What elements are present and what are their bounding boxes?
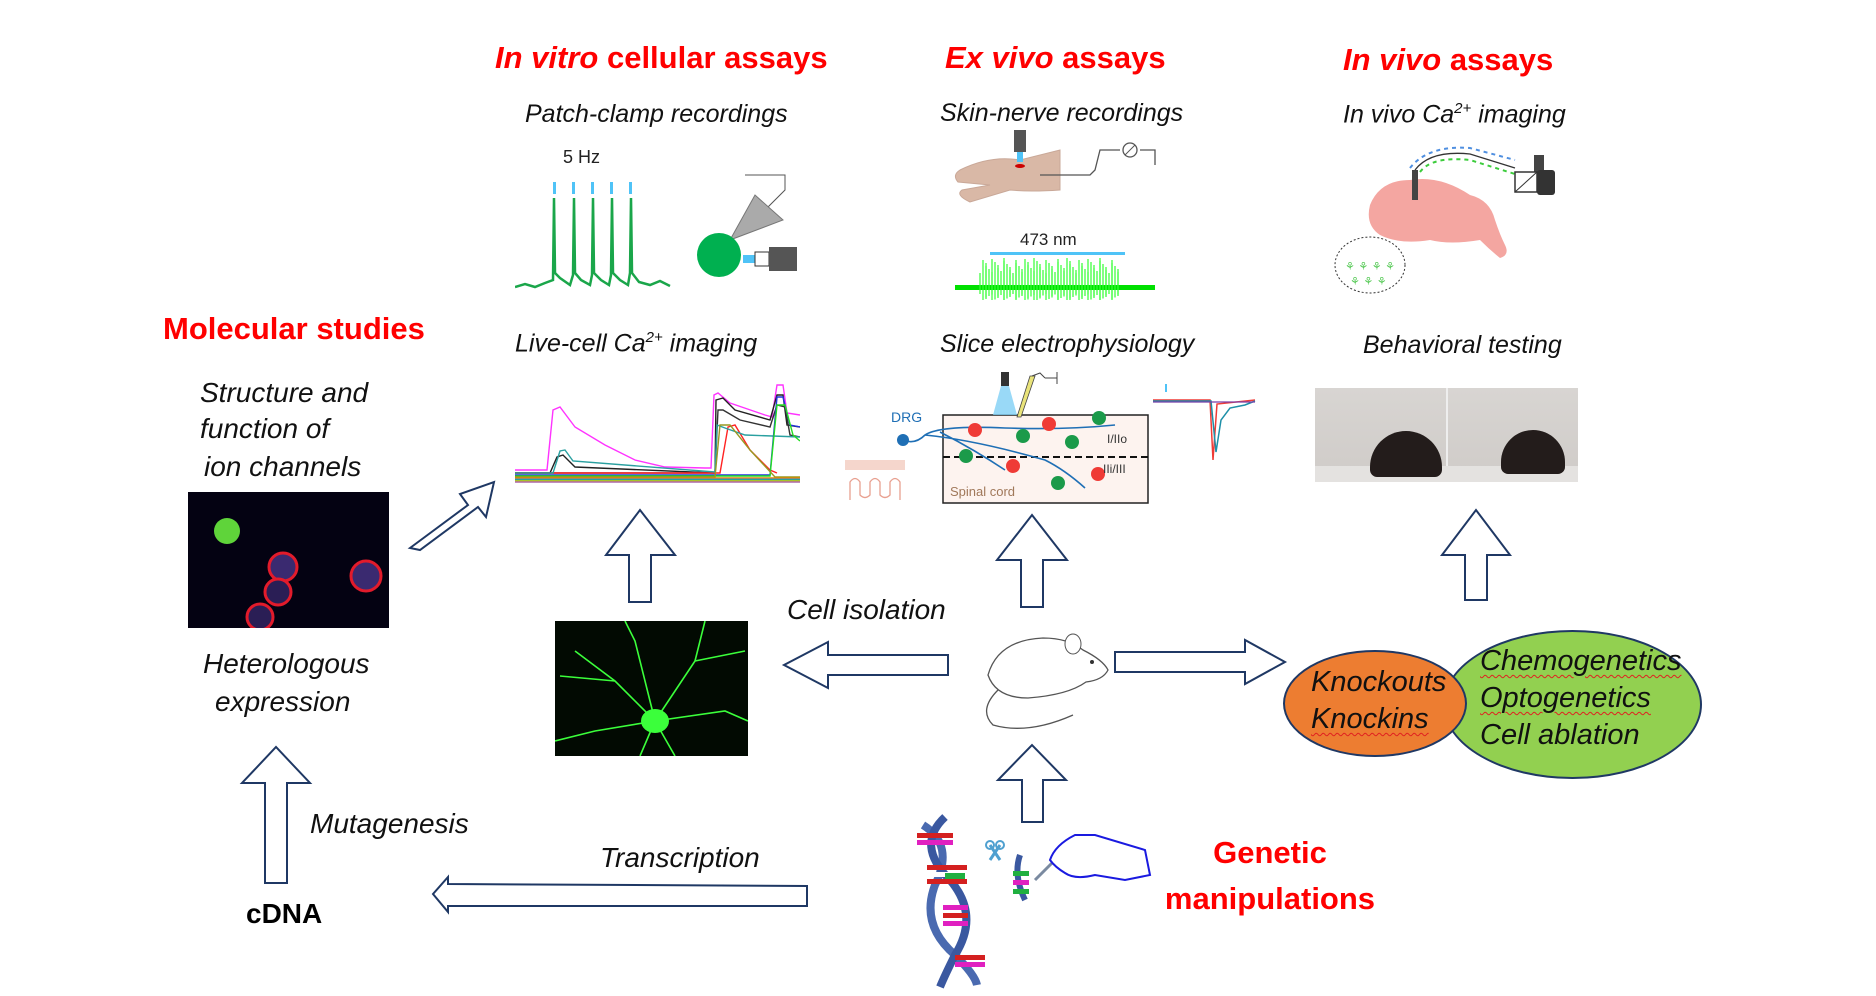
frequency-annotation: 5 Hz bbox=[563, 147, 600, 167]
left-ellipse bbox=[1283, 650, 1467, 757]
genetic-manipulations-heading: Genetic manipulations bbox=[1155, 830, 1385, 922]
transcription-label: Transcription bbox=[600, 842, 760, 873]
mutagenesis-label: Mutagenesis bbox=[310, 808, 469, 839]
mouse-illustration bbox=[968, 620, 1113, 735]
mouse-right bbox=[1501, 430, 1565, 474]
model-item: Knockins bbox=[1311, 703, 1429, 735]
genetic-models-venn: Knockouts Knockins Chemogenetics Optogen… bbox=[1283, 620, 1743, 780]
svg-text:⚘ ⚘ ⚘: ⚘ ⚘ ⚘ bbox=[1350, 275, 1387, 288]
left-ellipse-items: Knockouts Knockins bbox=[1311, 664, 1446, 738]
arrow-models-to-invivo bbox=[1439, 508, 1513, 601]
model-item: Optogenetics bbox=[1480, 682, 1651, 714]
amplifier-icon bbox=[1122, 142, 1138, 158]
slice-ephys-label: Slice electrophysiology bbox=[940, 330, 1195, 358]
caption-line: Heterologous bbox=[203, 648, 370, 679]
in-vivo-imaging-label: In vivo Ca2+ imaging bbox=[1343, 100, 1566, 129]
model-item: Cell ablation bbox=[1480, 719, 1640, 751]
skin-nerve-label: Skin-nerve recordings bbox=[940, 99, 1184, 127]
caption-line: expression bbox=[215, 686, 351, 717]
spike-train-trace bbox=[515, 197, 671, 289]
in-vivo-heading: In vivo assays bbox=[1343, 42, 1554, 77]
light-stimulus-bar bbox=[990, 252, 1125, 255]
heterologous-expression-image bbox=[188, 492, 389, 628]
right-ellipse-items: Chemogenetics Optogenetics Cell ablation bbox=[1480, 643, 1682, 754]
tissue-label: Spinal cord bbox=[950, 484, 1015, 499]
light-pulse-markers bbox=[553, 182, 632, 194]
gloved-hand-icon bbox=[1048, 834, 1152, 882]
arrow-mutagenesis bbox=[239, 745, 313, 884]
behavioral-testing-label: Behavioral testing bbox=[1363, 331, 1562, 359]
arrow-genetic-to-mouse bbox=[995, 743, 1069, 823]
microscope-icon bbox=[1537, 170, 1555, 195]
scissors-icon bbox=[988, 844, 1002, 861]
model-item: Chemogenetics bbox=[1480, 645, 1682, 677]
led-fiber-icon bbox=[769, 247, 797, 271]
red-neurons bbox=[968, 417, 1105, 481]
model-item: Knockouts bbox=[1311, 666, 1447, 698]
hand-paw-icon bbox=[954, 149, 1061, 203]
green-neurons bbox=[959, 411, 1106, 490]
layer-top-label: I/IIo bbox=[1107, 432, 1127, 446]
dna-editing-illustration bbox=[905, 805, 1165, 990]
cdna-label: cDNA bbox=[246, 898, 323, 929]
arrow-mouse-to-exvivo bbox=[994, 513, 1070, 608]
heterologous-caption: Heterologous expression bbox=[203, 645, 370, 721]
arrow-mouse-to-models bbox=[1114, 638, 1288, 686]
description-line: ion channels bbox=[204, 451, 362, 482]
heading-line: Genetic bbox=[1213, 835, 1327, 870]
behavioral-testing-photo bbox=[1315, 388, 1578, 482]
arrow-cell-isolation bbox=[781, 640, 949, 690]
description-line: Structure and bbox=[200, 377, 369, 408]
molecular-description: Structure and function of ion channels bbox=[200, 375, 368, 485]
cell-icon bbox=[697, 233, 741, 277]
in-vivo-imaging-panel: ⚘ ⚘ ⚘ ⚘ ⚘ ⚘ ⚘ bbox=[1330, 140, 1600, 300]
light-probe-icon bbox=[1014, 130, 1026, 152]
arrow-transcription bbox=[431, 874, 808, 915]
patch-clamp-label: Patch-clamp recordings bbox=[525, 100, 788, 128]
slice-ephys-panel: DRG I/IIo IIi/III Spinal cord bbox=[845, 370, 1265, 510]
live-cell-imaging-label: Live-cell Ca2+ imaging bbox=[515, 329, 758, 358]
arrow-neuron-up bbox=[603, 508, 678, 603]
in-vitro-heading: In vitro cellular assays bbox=[495, 40, 828, 75]
patch-clamp-panel: 5 Hz bbox=[515, 140, 815, 295]
drg-label: DRG bbox=[891, 409, 922, 425]
pipette-icon bbox=[728, 194, 784, 241]
description-line: function of bbox=[200, 413, 330, 444]
layer-bottom-label: IIi/III bbox=[1103, 462, 1126, 476]
skin-nerve-panel: 473 nm bbox=[950, 130, 1180, 300]
heading-line: manipulations bbox=[1164, 881, 1376, 916]
calcium-traces-plot bbox=[515, 384, 800, 483]
mouse-brain-icon bbox=[1368, 179, 1507, 258]
calcium-imaging-panel bbox=[515, 365, 800, 490]
isolated-neuron-image bbox=[555, 621, 748, 756]
right-ellipse bbox=[1443, 630, 1702, 779]
dna-base-pairs bbox=[917, 833, 985, 967]
svg-text:⚘ ⚘ ⚘ ⚘: ⚘ ⚘ ⚘ ⚘ bbox=[1345, 260, 1395, 273]
molecular-studies-heading: Molecular studies bbox=[163, 311, 425, 346]
wavelength-annotation: 473 nm bbox=[1020, 230, 1077, 249]
ex-vivo-heading: Ex vivo assays bbox=[945, 40, 1166, 75]
arrow-molecular-to-invitro bbox=[407, 480, 496, 552]
cell-isolation-label: Cell isolation bbox=[787, 594, 946, 625]
